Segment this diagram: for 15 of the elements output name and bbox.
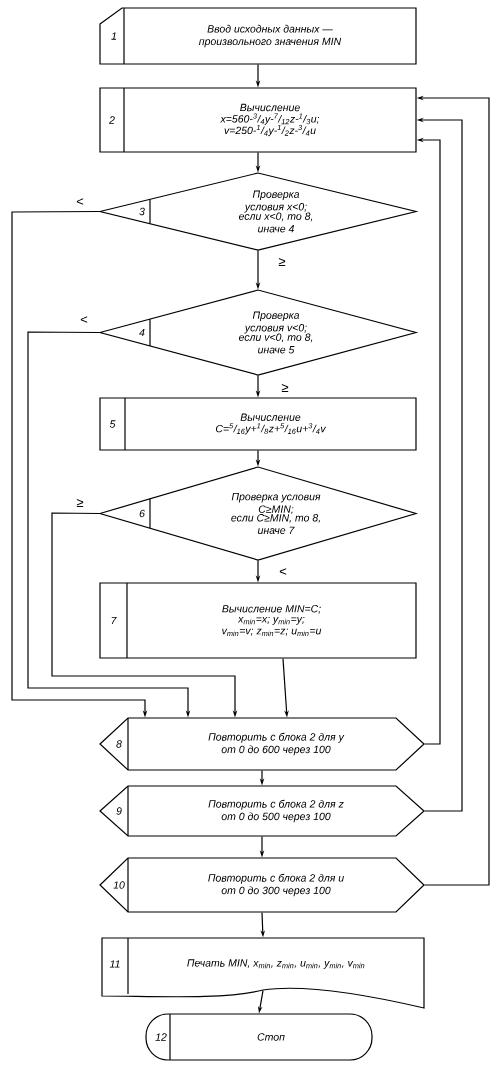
loop-block: 9 Повторить с блока 2 для z от 0 до 500 через 100 <box>99 785 425 837</box>
terminal-block: 12 Стоп <box>145 1013 373 1061</box>
document-block: 11 Печать MIN, x$_{min}$, z$_{min}$, u$_{min}$, y$_{min}$, v$_{min}$ <box>101 937 425 1009</box>
edge-label: ≥ <box>280 383 290 393</box>
edge-label: ≥ <box>75 498 85 508</box>
edge-label: ≥ <box>277 257 287 267</box>
input-block: 1 Ввод исходных данных — произвольного значения MIN <box>99 7 417 65</box>
loop-block: 8 Повторить с блока 2 для y от 0 до 600 через 100 <box>99 717 425 771</box>
process-box: 7 Вычисление MIN=C; x$_{min}$=x; y$_{min}$=y; v$_{min}$=v; z$_{min}$=z; u$_{min}$=u <box>99 582 417 659</box>
edge-label: < <box>79 315 89 325</box>
loop-block: 10 Повторить с блока 2 для u от 0 до 300 через 100 <box>99 857 425 913</box>
edge-label: < <box>278 567 288 577</box>
process-box: 2 Вычисление x=560-$^{3}$/$_{4}$y-$^{7}$/$_{12}$z-$^{1}$/$_{3}$u; v=250-$^{1}$/$_{4}$y-$^{1}$/$_{2}$z-$^{3}$/$_{4}$u <box>99 87 417 153</box>
edge-label: < <box>75 197 85 207</box>
process-box: 5 Вычисление C=$^{5}$/$_{16}$y+$^{1}$/$_{8}$z+$^{5}$/$_{16}$u+$^{3}$/$_{4}$v <box>99 397 417 451</box>
